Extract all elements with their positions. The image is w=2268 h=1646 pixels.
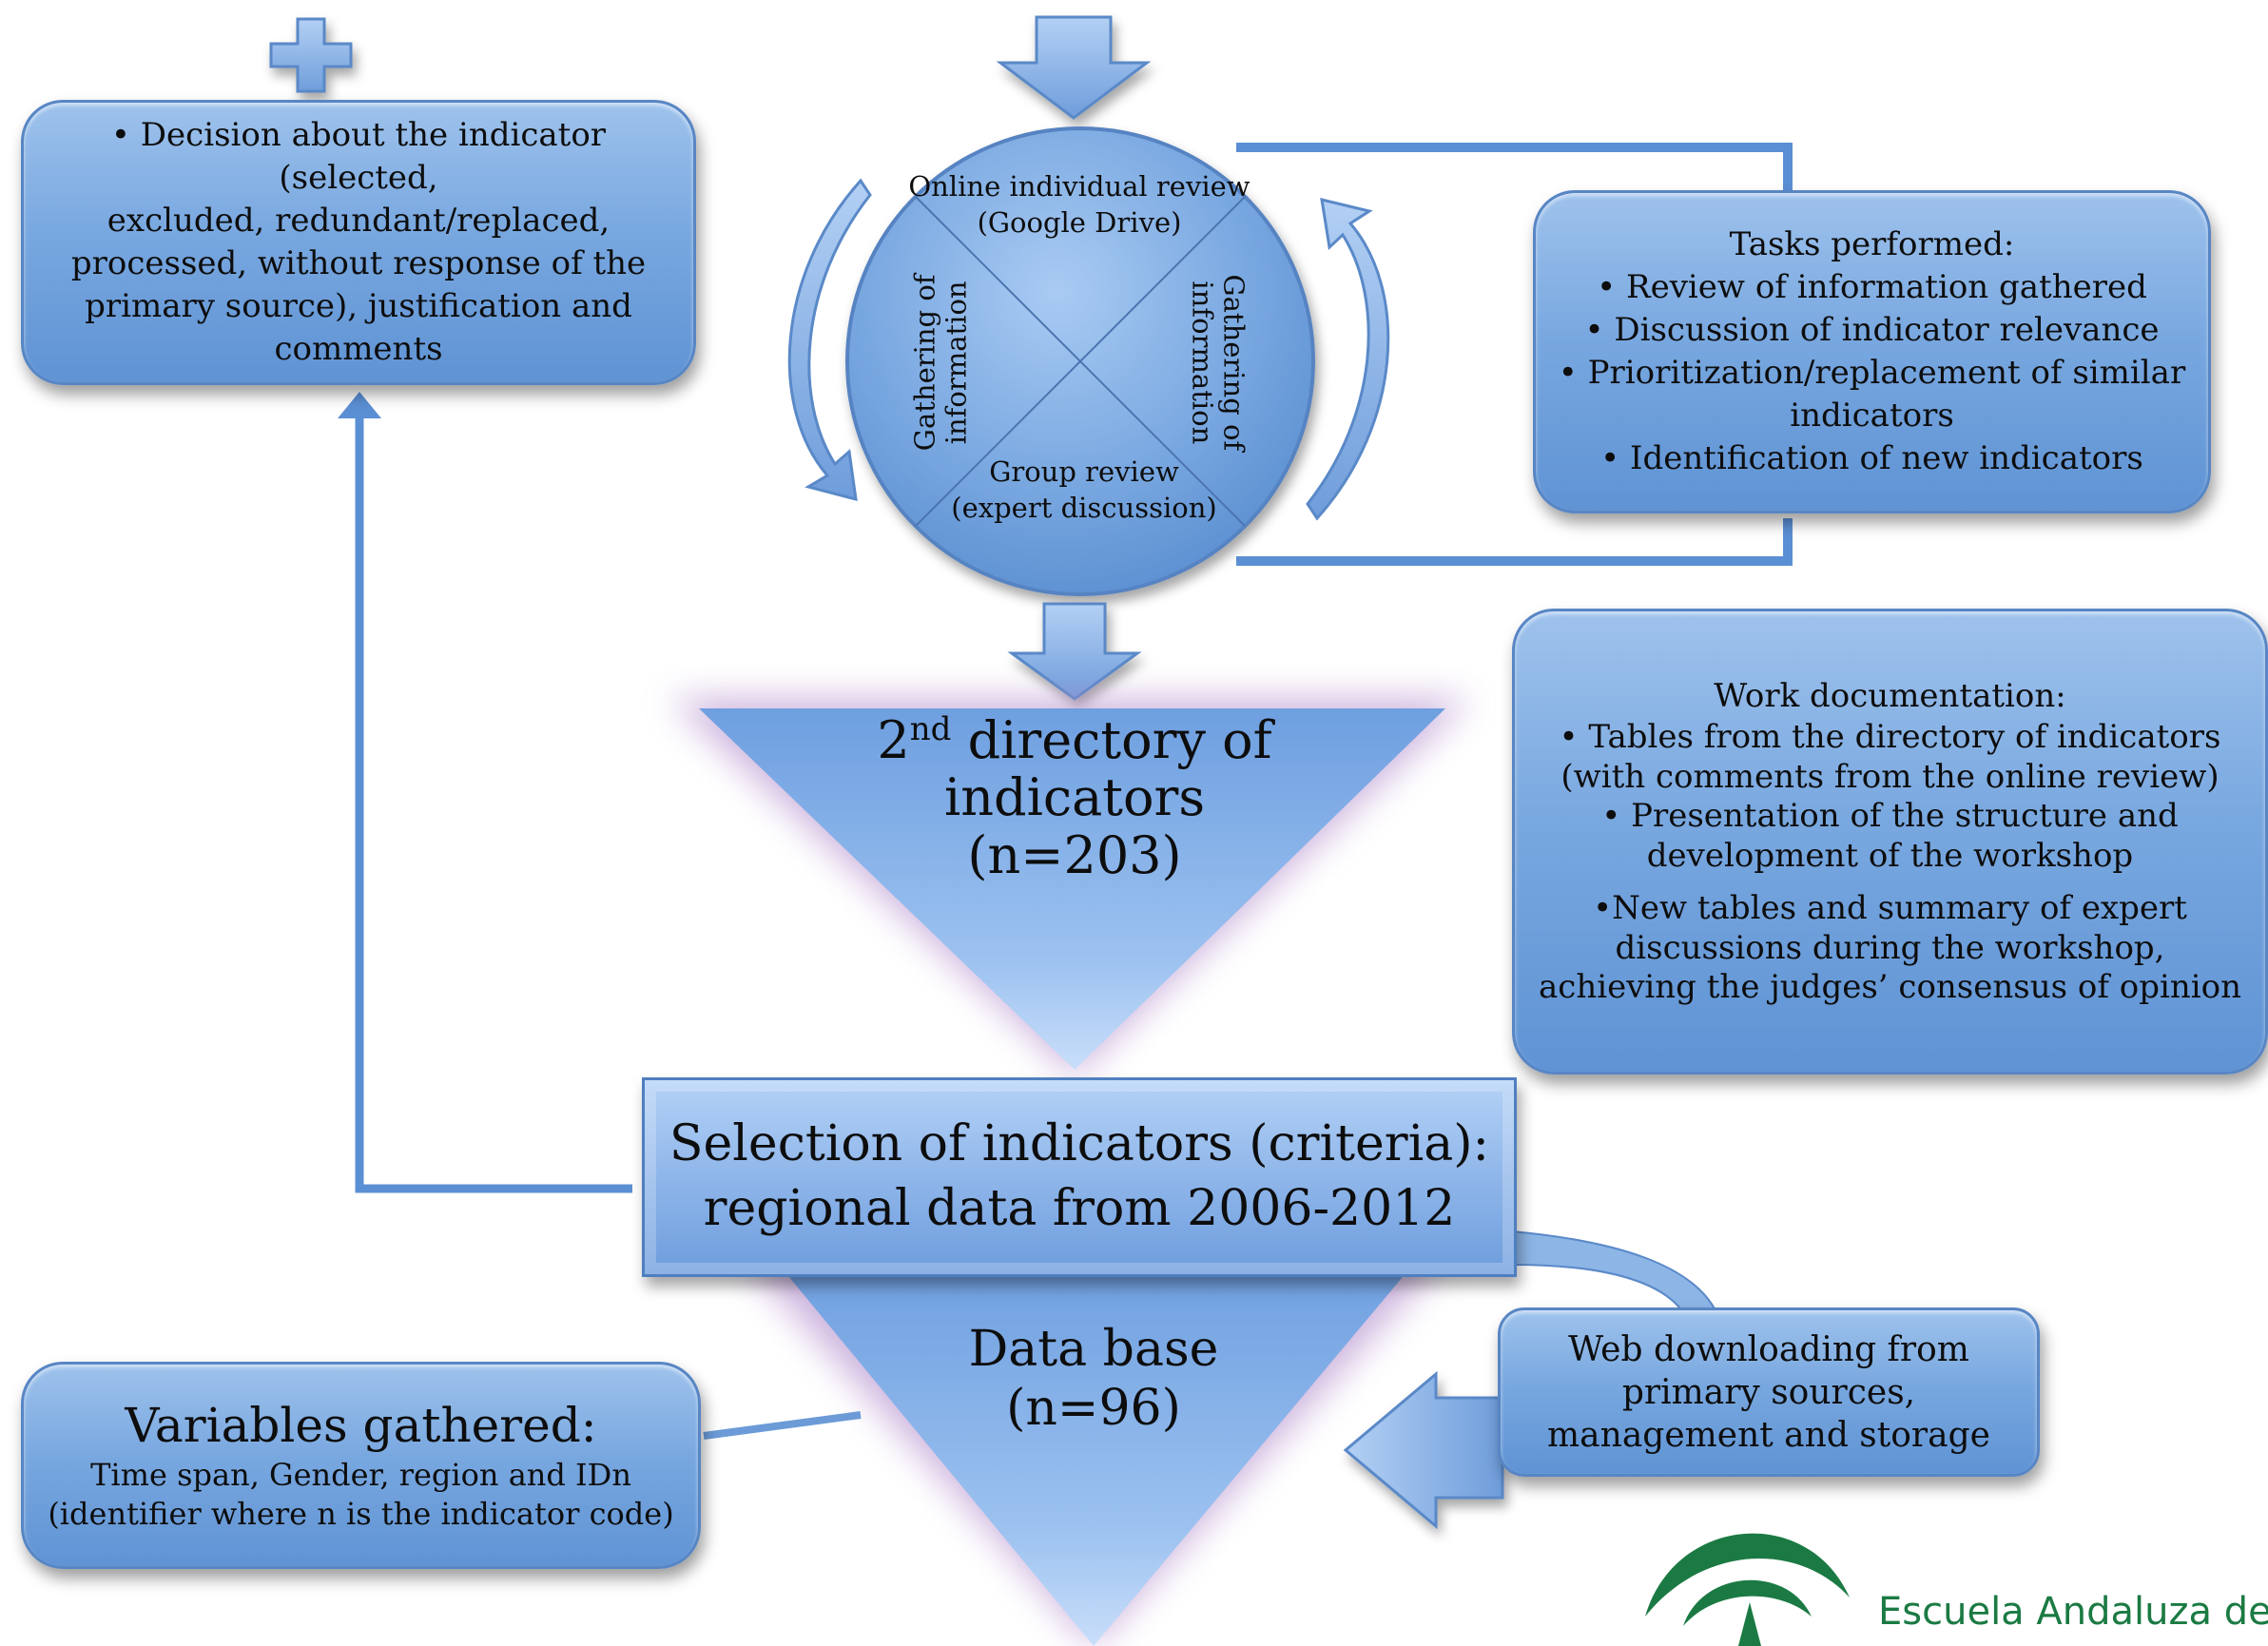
tasks-item: • Identification of new indicators — [1600, 438, 2143, 477]
tasks-item: • Discussion of indicator relevance — [1584, 311, 2160, 350]
decision-line: excluded, redundant/replaced, — [107, 202, 611, 241]
logo-arc-outer — [1645, 1533, 1850, 1617]
logo-text: Escuela Andaluza de Salu — [1878, 1590, 2268, 1634]
cycle-right-label: Gathering of information — [1186, 274, 1250, 452]
plus-icon — [269, 17, 353, 93]
circle-to-tasks-connector — [1236, 143, 1793, 566]
documentation-title: Work documentation: — [1714, 677, 2066, 716]
cycle-divider-line — [915, 196, 1246, 527]
directory-line2: indicators — [943, 767, 1206, 828]
selection-line: regional data from 2006-2012 — [703, 1180, 1456, 1237]
database-count: (n=96) — [1006, 1380, 1181, 1438]
decision-line: primary source), justification and — [85, 286, 632, 325]
tasks-item: indicators — [1790, 396, 1954, 435]
decision-line: • Decision about the indicator (selected… — [110, 116, 607, 198]
web-box: Web downloading from primary sources, ma… — [1498, 1307, 2040, 1477]
logo-arc-inner — [1683, 1579, 1812, 1626]
directory-count: (n=203) — [967, 824, 1182, 885]
selection-to-web-band — [1511, 1230, 1718, 1313]
top-down-arrow — [996, 15, 1152, 120]
documentation-line: •New tables and summary of expert — [1593, 889, 2187, 928]
cycle-top-label: Online individual review (Google Drive) — [908, 170, 1250, 239]
tasks-title: Tasks performed: — [1729, 225, 2015, 264]
documentation-line: • Presentation of the structure and — [1601, 797, 2179, 836]
cycle-bottom-label: Group review (expert discussion) — [951, 455, 1217, 524]
directory-triangle — [699, 708, 1445, 1070]
directory-line1: directory of — [951, 710, 1272, 770]
right-curved-arrow — [1306, 198, 1390, 521]
decision-line: processed, without response of the — [70, 244, 647, 282]
tasks-item: • Review of information gathered — [1597, 268, 2147, 307]
variables-line: Time span, Gender, region and IDn — [90, 1456, 631, 1493]
circle-down-arrow — [1007, 602, 1142, 701]
documentation-box: Work documentation: • Tables from the di… — [1512, 609, 2268, 1075]
selection-box: Selection of indicators (criteria): regi… — [642, 1077, 1517, 1277]
tasks-item: • Prioritization/replacement of similar — [1558, 354, 2186, 392]
database-label: Data base (n=96) — [903, 1320, 1284, 1439]
web-to-database-arrow — [1343, 1370, 1504, 1530]
tasks-box: Tasks performed: • Review of information… — [1533, 190, 2211, 513]
variables-connector — [703, 1411, 862, 1440]
left-curved-arrow — [787, 178, 872, 502]
documentation-line: • Tables from the directory of indicator… — [1559, 718, 2221, 757]
logo-spire — [1738, 1602, 1761, 1646]
directory-ordinal: 2 — [877, 710, 910, 770]
directory-label: 2nd directory of indicators (n=203) — [837, 711, 1312, 884]
directory-ordinal-suffix: nd — [909, 710, 952, 748]
database-triangle — [775, 1260, 1417, 1646]
database-title: Data base — [968, 1321, 1219, 1378]
decision-box: • Decision about the indicator (selected… — [21, 100, 696, 385]
feedback-line — [355, 409, 632, 1193]
documentation-line: achieving the judges’ consensus of opini… — [1539, 968, 2241, 1007]
documentation-line: discussions during the workshop, — [1615, 928, 2165, 967]
selection-line: Selection of indicators (criteria): — [669, 1115, 1490, 1173]
web-line: Web downloading from — [1568, 1329, 1969, 1369]
web-line: primary sources, — [1621, 1372, 1916, 1412]
documentation-line: development of the workshop — [1646, 836, 2134, 875]
variables-line: (identifier where n is the indicator cod… — [48, 1496, 674, 1533]
documentation-line: (with comments from the online review) — [1560, 757, 2220, 796]
feedback-arrowhead — [338, 392, 381, 418]
decision-line: comments — [274, 329, 443, 368]
web-line: management and storage — [1547, 1415, 1990, 1455]
variables-box: Variables gathered: Time span, Gender, r… — [21, 1362, 701, 1569]
variables-title: Variables gathered: — [125, 1398, 597, 1454]
cycle-left-label: Gathering of information — [908, 274, 973, 452]
